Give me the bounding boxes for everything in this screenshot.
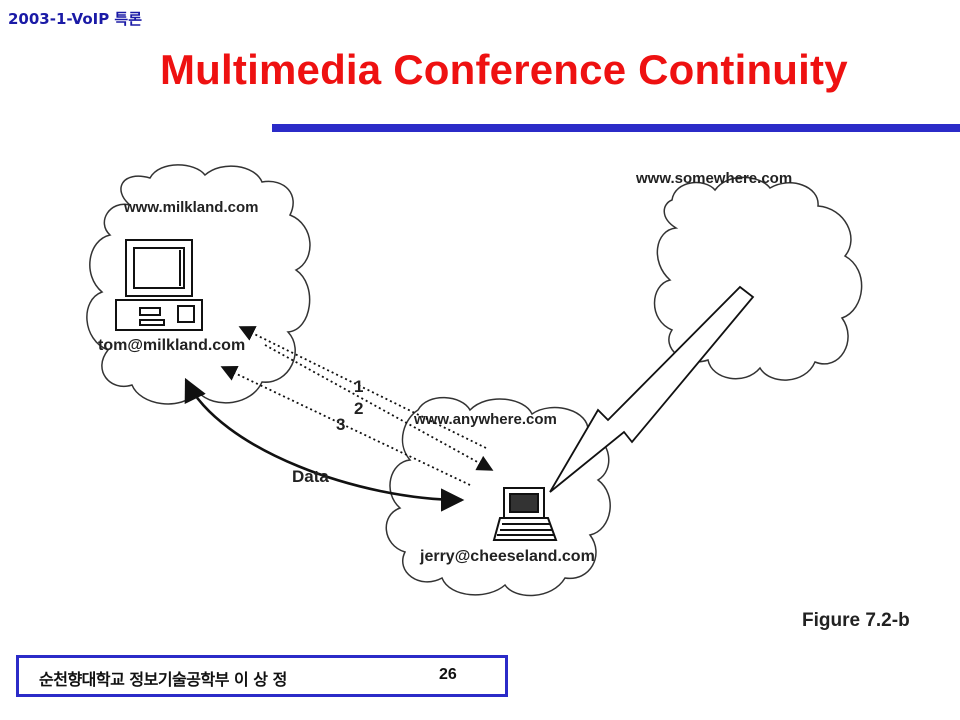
anywhere-cloud-label: www.anywhere.com — [413, 411, 557, 428]
course-tag: 2003-1-VoIP 특론 — [8, 10, 143, 28]
flow-label-1: 1 — [354, 377, 363, 396]
desktop-computer-icon — [115, 239, 203, 331]
slide-title: Multimedia Conference Continuity — [160, 46, 848, 93]
title-rule — [272, 124, 960, 132]
footer-box: 순천향대학교 정보기술공학부 이 상 정 26 — [16, 655, 508, 697]
milkland-cloud-label: www.milkland.com — [123, 199, 258, 216]
milkland-cloud — [86, 164, 311, 405]
laptop-icon — [492, 487, 558, 541]
mobility-arrow — [549, 285, 755, 493]
figure-caption: Figure 7.2-b — [802, 610, 910, 631]
data-label: Data — [292, 467, 329, 486]
anywhere-user-label: jerry@cheeseland.com — [419, 548, 595, 565]
flow-label-3: 3 — [336, 415, 345, 434]
flow-label-2: 2 — [354, 399, 363, 418]
data-flow-arrow — [184, 377, 465, 512]
footer-affiliation: 순천향대학교 정보기술공학부 이 상 정 — [39, 670, 287, 689]
page-number: 26 — [439, 666, 457, 683]
milkland-user-label: tom@milkland.com — [98, 337, 245, 354]
somewhere-cloud-label: www.somewhere.com — [635, 170, 792, 187]
